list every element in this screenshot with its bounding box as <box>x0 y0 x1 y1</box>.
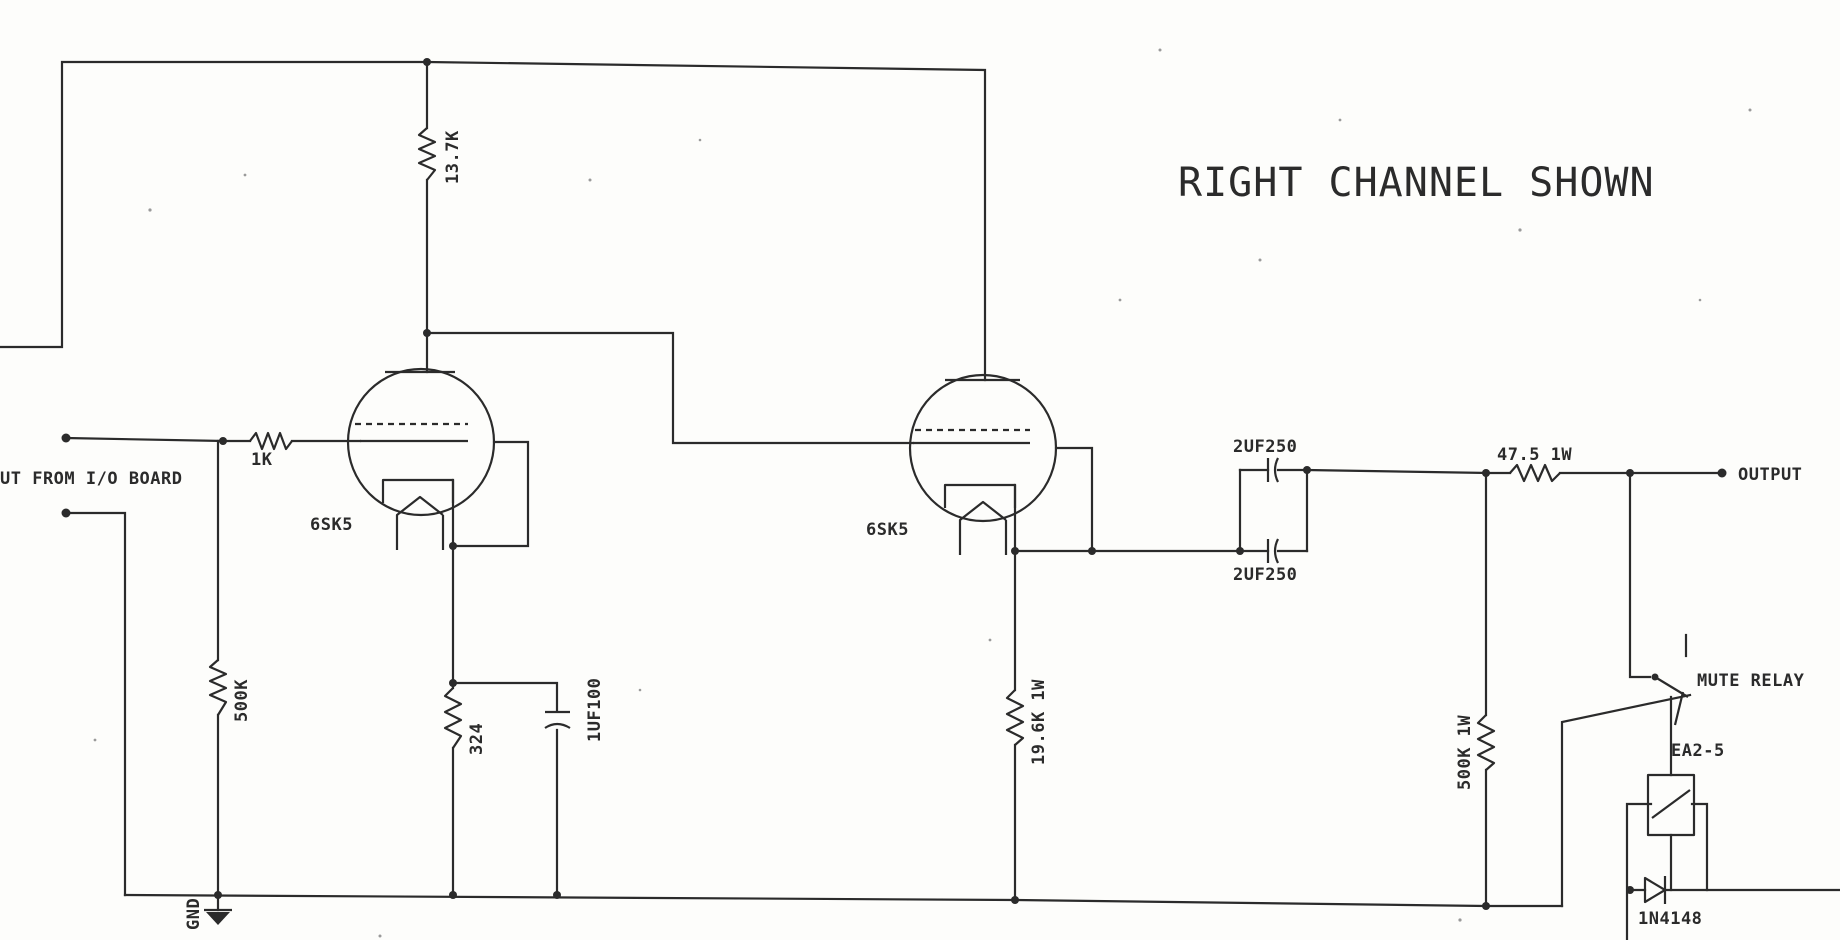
resistor-47r5 <box>1509 463 1561 483</box>
resistor-19k6 <box>1005 689 1025 746</box>
output-terminal <box>1717 468 1727 478</box>
diode-label: 1N4148 <box>1638 909 1702 929</box>
capacitor-1uf100-label: 1UF100 <box>585 678 605 742</box>
capacitor-2uf250-top <box>1266 457 1279 483</box>
tube-2 <box>908 373 1058 555</box>
resistor-324 <box>443 687 463 749</box>
resistor-324-label: 324 <box>467 723 487 755</box>
resistor-13k7 <box>417 127 437 181</box>
resistor-19k6-label: 19.6K 1W <box>1029 679 1049 765</box>
gnd-label: GND <box>184 898 204 930</box>
resistor-500k <box>208 659 228 716</box>
capacitor-top-label: 2UF250 <box>1233 437 1297 457</box>
diagram-title: RIGHT CHANNEL SHOWN <box>1178 160 1655 206</box>
resistor-1k <box>249 431 293 451</box>
tube-2-label: 6SK5 <box>866 520 909 540</box>
wires <box>0 60 1840 940</box>
tube-1-label: 6SK5 <box>310 515 353 535</box>
input-terminal-signal <box>61 433 71 443</box>
relay-part-label: EA2-5 <box>1671 741 1725 761</box>
resistor-1k-label: 1K <box>251 450 273 470</box>
mute-relay <box>1646 673 1696 837</box>
capacitor-2uf250-bottom <box>1266 538 1279 564</box>
resistor-13k7-label: 13.7K <box>443 130 463 184</box>
resistor-500k-1w-label: 500K 1W <box>1455 715 1475 790</box>
input-terminal-return <box>61 508 71 518</box>
capacitor-1uf100 <box>544 710 571 729</box>
tube-1 <box>346 367 496 550</box>
relay-name-label: MUTE RELAY <box>1697 671 1805 691</box>
paper-specks <box>93 48 1752 938</box>
resistor-500k-label: 500K <box>232 679 252 722</box>
output-label: OUTPUT <box>1738 465 1802 485</box>
input-label: UT FROM I/O BOARD <box>0 469 183 489</box>
resistor-500k-1w <box>1476 714 1496 771</box>
ground-symbol <box>204 908 232 925</box>
junction-dots <box>214 58 1634 910</box>
capacitor-bottom-label: 2UF250 <box>1233 565 1297 585</box>
resistor-47r5-label: 47.5 1W <box>1497 445 1572 465</box>
diode-1n4148 <box>1643 876 1667 904</box>
